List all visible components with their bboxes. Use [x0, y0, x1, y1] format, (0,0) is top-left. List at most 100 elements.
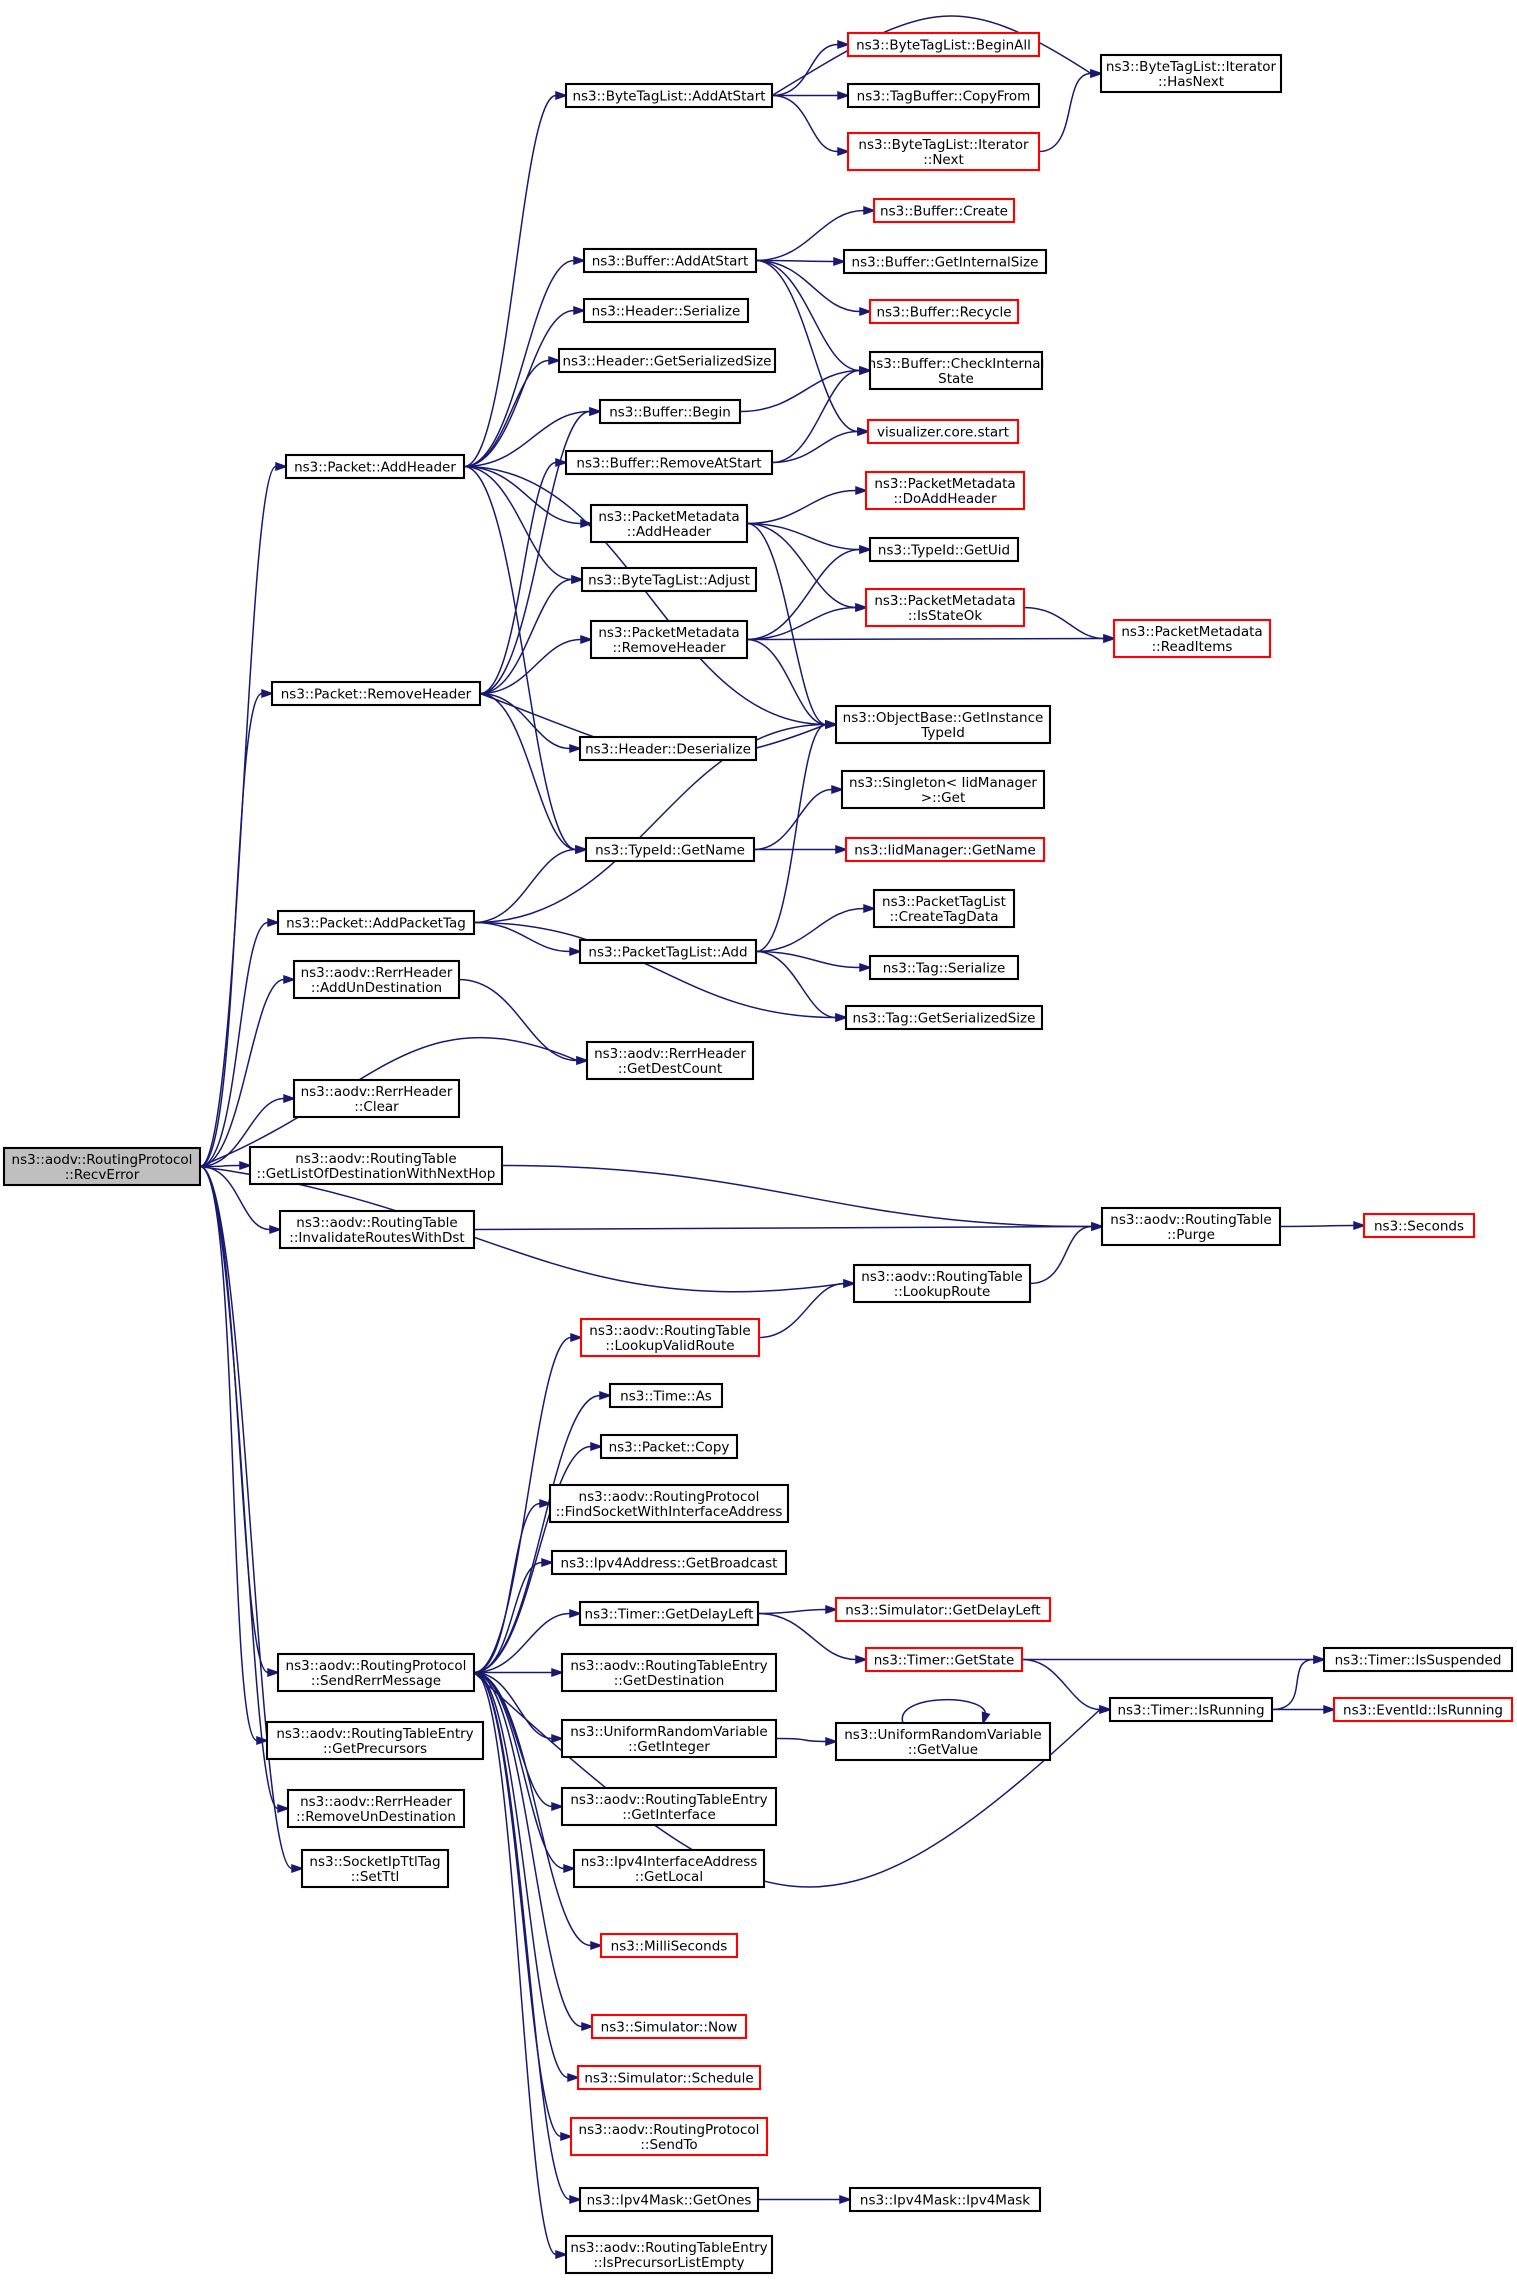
node-ipv4mask_getones[interactable]: ns3::Ipv4Mask::GetOnes [578, 2186, 760, 2213]
node-ipv4mask_ctor[interactable]: ns3::Ipv4Mask::Ipv4Mask [848, 2186, 1042, 2213]
node-milliseconds[interactable]: ns3::MilliSeconds [599, 1932, 739, 1959]
node-typeid_getuid[interactable]: ns3::TypeId::GetUid [868, 536, 1020, 563]
node-box [276, 1652, 476, 1693]
node-label: ns3::UniformRandomVariable [570, 1724, 768, 1740]
node-rerr_clear[interactable]: ns3::aodv::RerrHeader::Clear [292, 1078, 461, 1119]
edge-line [199, 1165, 258, 1742]
node-sockipttl_setttl[interactable]: ns3::SocketIpTtlTag::SetTtl [300, 1848, 450, 1889]
node-rt_lookupvalidroute[interactable]: ns3::aodv::RoutingTable::LookupValidRout… [579, 1317, 761, 1358]
edge-line [739, 369, 861, 413]
node-rte_getinterface[interactable]: ns3::aodv::RoutingTableEntry::GetInterfa… [560, 1786, 778, 1827]
node-pm_addheader[interactable]: ns3::PacketMetadata::AddHeader [589, 503, 749, 544]
node-sim_schedule[interactable]: ns3::Simulator::Schedule [576, 2064, 762, 2091]
node-box [834, 704, 1052, 745]
node-timer_getdelayleft[interactable]: ns3::Timer::GetDelayLeft [578, 1600, 760, 1627]
node-label: ns3::Timer::GetState [874, 1653, 1015, 1669]
node-hdr_serialize[interactable]: ns3::Header::Serialize [582, 297, 750, 324]
node-label: ns3::Buffer::Recycle [876, 305, 1011, 321]
node-timer_getstate[interactable]: ns3::Timer::GetState [864, 1646, 1024, 1673]
node-singleton_get[interactable]: ns3::Singleton< IidManager>::Get [840, 769, 1046, 810]
node-btl_iter_hasnext[interactable]: ns3::ByteTagList::Iterator::HasNext [1099, 53, 1283, 94]
node-pkt_addheader[interactable]: ns3::Packet::AddHeader [284, 453, 466, 480]
node-viz_start[interactable]: visualizer.core.start [866, 418, 1020, 445]
edge-line [473, 1671, 553, 1740]
node-rerr_addundest[interactable]: ns3::aodv::RerrHeader::AddUnDestination [292, 959, 461, 1000]
node-buf_recycle[interactable]: ns3::Buffer::Recycle [868, 298, 1020, 325]
node-hdr_deserialize[interactable]: ns3::Header::Deserialize [578, 735, 758, 762]
node-timer_isrunning[interactable]: ns3::Timer::IsRunning [1108, 1696, 1274, 1723]
node-btl_adjust[interactable]: ns3::ByteTagList::Adjust [580, 566, 758, 593]
node-buf_addatstart[interactable]: ns3::Buffer::AddAtStart [582, 247, 758, 274]
node-pm_isstateok[interactable]: ns3::PacketMetadata::IsStateOk [864, 587, 1026, 628]
edge-pm_removeheader-to-ob_getinstancetypeid [746, 638, 839, 730]
node-label: ::GetDestCount [618, 1061, 722, 1077]
node-btl_beginall[interactable]: ns3::ByteTagList::BeginAll [846, 31, 1041, 58]
node-buf_getinternalsize[interactable]: ns3::Buffer::GetInternalSize [842, 248, 1048, 275]
node-pm_doaddheader[interactable]: ns3::PacketMetadata::DoAddHeader [864, 470, 1026, 511]
node-pm_removeheader[interactable]: ns3::PacketMetadata::RemoveHeader [589, 619, 749, 660]
edge-arrowhead [859, 544, 873, 555]
edge-arrowhead [283, 1093, 297, 1104]
node-sim_now[interactable]: ns3::Simulator::Now [590, 2013, 748, 2040]
node-recverror[interactable]: ns3::aodv::RoutingProtocol::RecvError [2, 1146, 202, 1187]
node-timer_issuspended[interactable]: ns3::Timer::IsSuspended [1322, 1646, 1514, 1673]
node-buf_removeatstart[interactable]: ns3::Buffer::RemoveAtStart [564, 449, 774, 476]
node-label: ::SendTo [640, 2137, 697, 2153]
edge-line [199, 1165, 269, 1674]
node-iidmgr_getname[interactable]: ns3::IidManager::GetName [844, 836, 1046, 863]
node-rp_sendto[interactable]: ns3::aodv::RoutingProtocol::SendTo [569, 2116, 769, 2157]
node-btl_iter_next[interactable]: ns3::ByteTagList::Iterator::Next [846, 131, 1041, 172]
node-rt_lookuproute[interactable]: ns3::aodv::RoutingTable::LookupRoute [852, 1263, 1032, 1304]
node-pkt_removeheader[interactable]: ns3::Packet::RemoveHeader [270, 680, 482, 707]
node-btl_addatstart[interactable]: ns3::ByteTagList::AddAtStart [564, 82, 774, 109]
node-buf_create[interactable]: ns3::Buffer::Create [872, 197, 1016, 224]
node-urv_getinteger[interactable]: ns3::UniformRandomVariable::GetInteger [560, 1718, 778, 1759]
node-box [834, 1596, 1052, 1623]
node-ptl_add[interactable]: ns3::PacketTagList::Add [578, 938, 758, 965]
node-label: ::GetLocal [635, 1869, 703, 1885]
node-time_as[interactable]: ns3::Time::As [608, 1382, 724, 1409]
node-box [1100, 1206, 1282, 1247]
node-rt_purge[interactable]: ns3::aodv::RoutingTable::Purge [1100, 1206, 1282, 1247]
node-pkt_addpackettag[interactable]: ns3::Packet::AddPacketTag [276, 909, 476, 936]
node-urv_getvalue[interactable]: ns3::UniformRandomVariable::GetValue [834, 1721, 1052, 1762]
edge-line [755, 259, 861, 372]
node-buf_begin[interactable]: ns3::Buffer::Begin [598, 398, 742, 425]
node-rp_sendrerr[interactable]: ns3::aodv::RoutingProtocol::SendRerrMess… [276, 1652, 476, 1693]
node-hdr_getserializedsize[interactable]: ns3::Header::GetSerializedSize [557, 347, 777, 374]
node-tagbuf_copyfrom[interactable]: ns3::TagBuffer::CopyFrom [846, 82, 1041, 109]
edge-line [771, 430, 859, 464]
node-box [576, 2064, 762, 2091]
node-tag_serialize[interactable]: ns3::Tag::Serialize [868, 954, 1020, 981]
edge-line [746, 637, 1105, 641]
edge-rp_sendrerr-to-rt_lookupvalidroute [473, 1332, 584, 1674]
node-rte_getdestination[interactable]: ns3::aodv::RoutingTableEntry::GetDestina… [560, 1652, 778, 1693]
node-label: visualizer.core.start [877, 425, 1009, 441]
node-eventid_isrunning[interactable]: ns3::EventId::IsRunning [1332, 1696, 1514, 1723]
edge-line [746, 606, 857, 641]
node-rte_getprecursors[interactable]: ns3::aodv::RoutingTableEntry::GetPrecurs… [265, 1720, 485, 1761]
node-pm_readitems[interactable]: ns3::PacketMetadata::ReadItems [1112, 618, 1272, 659]
node-rt_getlistofdest[interactable]: ns3::aodv::RoutingTable::GetListOfDestin… [248, 1145, 504, 1186]
edge-buf_removeatstart-to-buf_checkinternalstate [771, 365, 873, 464]
edge-rp_sendrerr-to-urv_getinteger [473, 1671, 565, 1744]
node-rerr_removeundest[interactable]: ns3::aodv::RerrHeader::RemoveUnDestinati… [286, 1788, 466, 1829]
node-tag_getserializedsize[interactable]: ns3::Tag::GetSerializedSize [844, 1004, 1044, 1031]
edge-urv_getvalue-to-urv_getvalue [901, 1698, 991, 1726]
node-seconds[interactable]: ns3::Seconds [1362, 1212, 1476, 1239]
node-box [578, 938, 758, 965]
node-typeid_getname[interactable]: ns3::TypeId::GetName [584, 836, 756, 863]
node-ptl_createtagdata[interactable]: ns3::PacketTagList::CreateTagData [872, 888, 1016, 929]
node-ipv4if_getlocal[interactable]: ns3::Ipv4InterfaceAddress::GetLocal [572, 1848, 766, 1889]
node-rte_isprecursorempty[interactable]: ns3::aodv::RoutingTableEntry::IsPrecurso… [564, 2234, 774, 2275]
node-rp_findsocket[interactable]: ns3::aodv::RoutingProtocol::FindSocketWi… [548, 1483, 790, 1524]
node-ipv4_getbroadcast[interactable]: ns3::Ipv4Address::GetBroadcast [550, 1549, 788, 1576]
node-pkt_copy[interactable]: ns3::Packet::Copy [599, 1433, 739, 1460]
node-rerr_getdestcount[interactable]: ns3::aodv::RerrHeader::GetDestCount [585, 1040, 755, 1081]
node-rt_invalidate[interactable]: ns3::aodv::RoutingTable::InvalidateRoute… [278, 1209, 476, 1250]
node-label: ns3::Buffer::AddAtStart [592, 254, 749, 270]
node-sim_getdelayleft[interactable]: ns3::Simulator::GetDelayLeft [834, 1596, 1052, 1623]
edge-line [463, 465, 573, 581]
